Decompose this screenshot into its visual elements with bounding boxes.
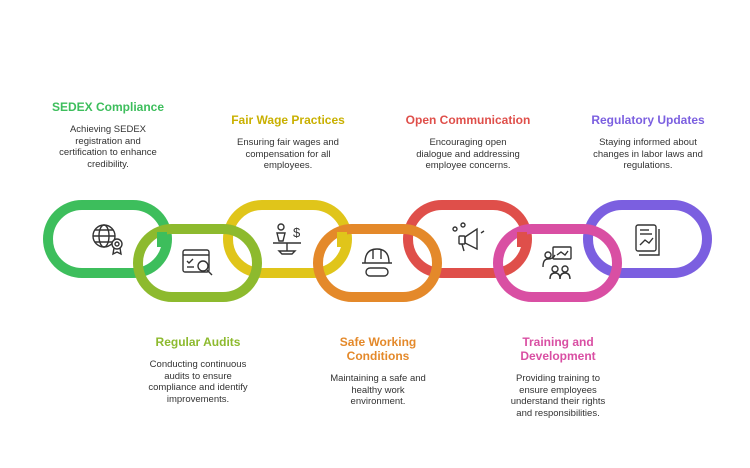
step-description: Maintaining a safe and healthy work envi… <box>330 373 426 407</box>
step-training-and-development: Training and Development Providing train… <box>492 335 624 419</box>
chain-link-regulatory <box>583 200 712 278</box>
globe-certificate-icon <box>92 224 123 256</box>
megaphone-icon <box>452 222 485 252</box>
chain-link-audits <box>133 224 262 302</box>
step-sedex-compliance: SEDEX Compliance Achieving SEDEX registr… <box>44 100 172 170</box>
step-title: Training and Development <box>520 335 596 363</box>
step-description: Staying informed about changes in labor … <box>593 137 703 171</box>
step-title: SEDEX Compliance <box>51 100 165 114</box>
step-title: Regular Audits <box>155 335 241 349</box>
audit-checklist-icon <box>182 249 213 276</box>
hard-hat-icon <box>362 248 392 277</box>
step-open-communication: Open Communication Encouraging open dial… <box>400 113 536 172</box>
step-regular-audits: Regular Audits Conducting continuous aud… <box>132 335 264 405</box>
balance-scale-icon: $ <box>273 223 301 255</box>
step-safe-working-conditions: Safe Working Conditions Maintaining a sa… <box>312 335 444 408</box>
chain-link-training <box>493 224 622 302</box>
step-description: Achieving SEDEX registration and certifi… <box>59 124 157 170</box>
step-regulatory-updates: Regulatory Updates Staying informed abou… <box>578 113 718 172</box>
step-title: Safe Working Conditions <box>339 335 417 363</box>
step-title: Regulatory Updates <box>591 113 705 127</box>
step-title: Open Communication <box>405 113 531 127</box>
document-chart-icon <box>635 224 660 256</box>
step-description: Conducting continuous audits to ensure c… <box>148 359 248 405</box>
svg-text:$: $ <box>293 225 301 240</box>
step-description: Encouraging open dialogue and addressing… <box>416 137 520 171</box>
step-title: Fair Wage Practices <box>231 113 345 127</box>
chain-link-safe-working <box>313 224 442 302</box>
step-description: Providing training to ensure employees u… <box>510 373 606 419</box>
step-description: Ensuring fair wages and compensation for… <box>237 137 339 171</box>
step-fair-wage-practices: Fair Wage Practices Ensuring fair wages … <box>222 113 354 172</box>
training-presentation-icon <box>542 246 572 280</box>
